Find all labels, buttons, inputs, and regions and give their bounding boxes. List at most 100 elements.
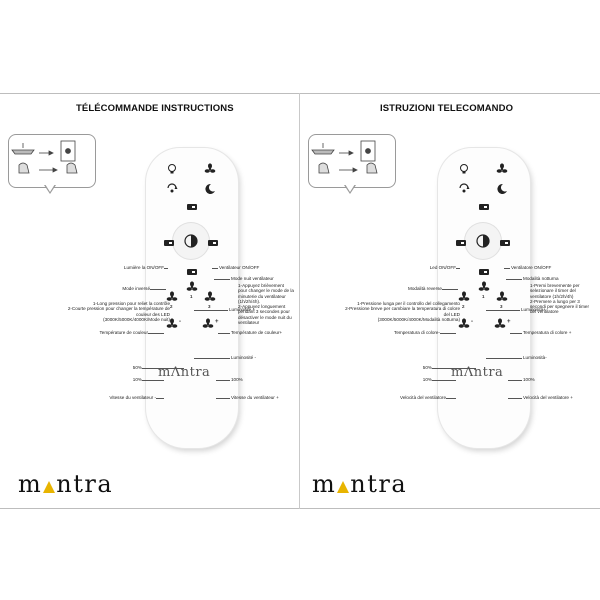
leader-line xyxy=(214,279,230,280)
panel-french: TÉLÉCOMMANDE INSTRUCTIONS xyxy=(0,93,300,509)
label-color-temp-right: Température de couleur+ xyxy=(231,330,283,335)
fan-speed-2-icon[interactable] xyxy=(166,291,178,303)
brightness-minus-button[interactable] xyxy=(479,269,489,275)
reverse-icon[interactable] xyxy=(166,183,178,195)
color-temp-plus-button[interactable] xyxy=(208,240,218,246)
fan-speed-plus-icon[interactable] xyxy=(494,318,506,330)
link-button[interactable] xyxy=(479,204,489,210)
document-frame xyxy=(0,93,600,509)
control-wheel[interactable] xyxy=(464,222,502,260)
fan-speed-1-icon[interactable] xyxy=(186,281,198,293)
label-light-onoff: Led ON/OFF xyxy=(429,265,456,270)
color-temp-plus-button[interactable] xyxy=(500,240,510,246)
leader-line xyxy=(440,333,456,334)
leader-line xyxy=(432,368,476,369)
btn-num-2: 2 xyxy=(462,304,465,309)
label-100pct: 100% xyxy=(523,377,535,382)
minus-sign: - xyxy=(471,319,473,325)
leader-line xyxy=(216,398,230,399)
leader-line xyxy=(442,289,458,290)
remote-logo-ntra: ntra xyxy=(180,365,211,380)
label-50pct: 50% xyxy=(132,365,142,370)
brightness-minus-button[interactable] xyxy=(187,269,197,275)
fan-speed-plus-icon[interactable] xyxy=(202,318,214,330)
bubble-tail-inner xyxy=(345,184,355,192)
brand-triangle-icon xyxy=(43,481,56,493)
night-mode-icon[interactable] xyxy=(496,183,508,195)
brand-letter-m: m xyxy=(312,470,337,498)
fan-speed-minus-icon[interactable] xyxy=(166,318,178,330)
leader-line xyxy=(194,358,230,359)
leader-line xyxy=(504,268,510,269)
brand-letter-m: m xyxy=(18,470,43,498)
center-divider xyxy=(299,93,300,509)
label-light-onoff: Lumière la ON/OFF xyxy=(123,265,164,270)
fan-speed-3-icon[interactable] xyxy=(496,291,508,303)
label-brightness-plus: Luminosità+ xyxy=(521,307,546,312)
label-fan-speed-minus: Velocità del ventilatore xyxy=(400,395,446,400)
label-fan-onoff: Ventilatore ON/OFF xyxy=(511,265,552,270)
fan-speed-minus-icon[interactable] xyxy=(458,318,470,330)
color-temp-minus-button[interactable] xyxy=(164,240,174,246)
fan-speed-1-icon[interactable] xyxy=(478,281,490,293)
minus-sign: - xyxy=(179,319,181,325)
label-10pct: 10% xyxy=(422,377,432,382)
label-color-temp-left: Temperatura di colore- xyxy=(394,330,440,335)
leader-line xyxy=(212,268,218,269)
fan-icon[interactable] xyxy=(204,163,216,175)
leader-line xyxy=(156,398,164,399)
remote-control: 1 2 3 - + xyxy=(146,148,238,448)
leader-line xyxy=(508,380,522,381)
plus-sign: + xyxy=(215,319,219,325)
leader-line xyxy=(432,380,456,381)
link-button[interactable] xyxy=(187,204,197,210)
reverse-icon[interactable] xyxy=(458,183,470,195)
fan-icon[interactable] xyxy=(496,163,508,175)
label-night-desc: 1-Premi brevemente per selezionare il ti… xyxy=(530,283,589,315)
leader-line xyxy=(148,333,164,334)
panel-italian: ISTRUZIONI TELECOMANDO xyxy=(300,93,600,509)
label-night-mode: Mode nuit ventilateur xyxy=(231,276,274,281)
label-color-temp-left: Température de couleur xyxy=(99,330,148,335)
leader-line xyxy=(508,398,522,399)
fan-speed-3-icon[interactable] xyxy=(204,291,216,303)
leader-line xyxy=(218,333,230,334)
leader-line xyxy=(506,279,522,280)
label-fan-speed-plus: Vitesse du ventilateur + xyxy=(231,395,279,400)
pairing-illustration xyxy=(8,134,96,188)
label-mode-inverse: Mode inversé xyxy=(122,286,150,291)
label-fan-speed-plus: Velocità del ventilatore + xyxy=(523,395,573,400)
leader-line xyxy=(142,380,164,381)
brand-letters-ntra: ntra xyxy=(56,470,114,498)
control-wheel[interactable] xyxy=(172,222,210,260)
leader-line xyxy=(216,380,230,381)
btn-num-3: 3 xyxy=(500,304,503,309)
leader-line xyxy=(150,289,166,290)
pairing-illustration xyxy=(308,134,396,188)
label-brightness-minus: Luminosité - xyxy=(231,355,257,360)
light-bulb-icon[interactable] xyxy=(166,163,178,175)
remote-control: 1 2 3 - + xyxy=(438,148,530,448)
brand-letters-ntra: ntra xyxy=(350,470,408,498)
leader-line xyxy=(486,358,522,359)
btn-num-1: 1 xyxy=(482,294,485,299)
leader-line xyxy=(486,310,520,311)
leader-line xyxy=(446,398,456,399)
label-50pct: 50% xyxy=(422,365,432,370)
fan-speed-2-icon[interactable] xyxy=(458,291,470,303)
btn-num-3: 3 xyxy=(208,304,211,309)
label-10pct: 10% xyxy=(132,377,142,382)
btn-num-2: 2 xyxy=(170,304,173,309)
leader-line xyxy=(510,333,522,334)
color-temp-minus-button[interactable] xyxy=(456,240,466,246)
label-color-temp-right: Temperatura di colore + xyxy=(523,330,572,335)
night-mode-icon[interactable] xyxy=(204,183,216,195)
label-brightness-plus: Luminosité + xyxy=(229,307,256,312)
label-brightness-minus: Luminosità- xyxy=(523,355,547,360)
light-bulb-icon[interactable] xyxy=(458,163,470,175)
label-mode-inverse: Modalità reverse xyxy=(408,286,442,291)
label-long-press: 1-Pressione lunga per il controllo del c… xyxy=(345,301,460,322)
label-fan-onoff: Ventilateur ON/OFF xyxy=(219,265,260,270)
